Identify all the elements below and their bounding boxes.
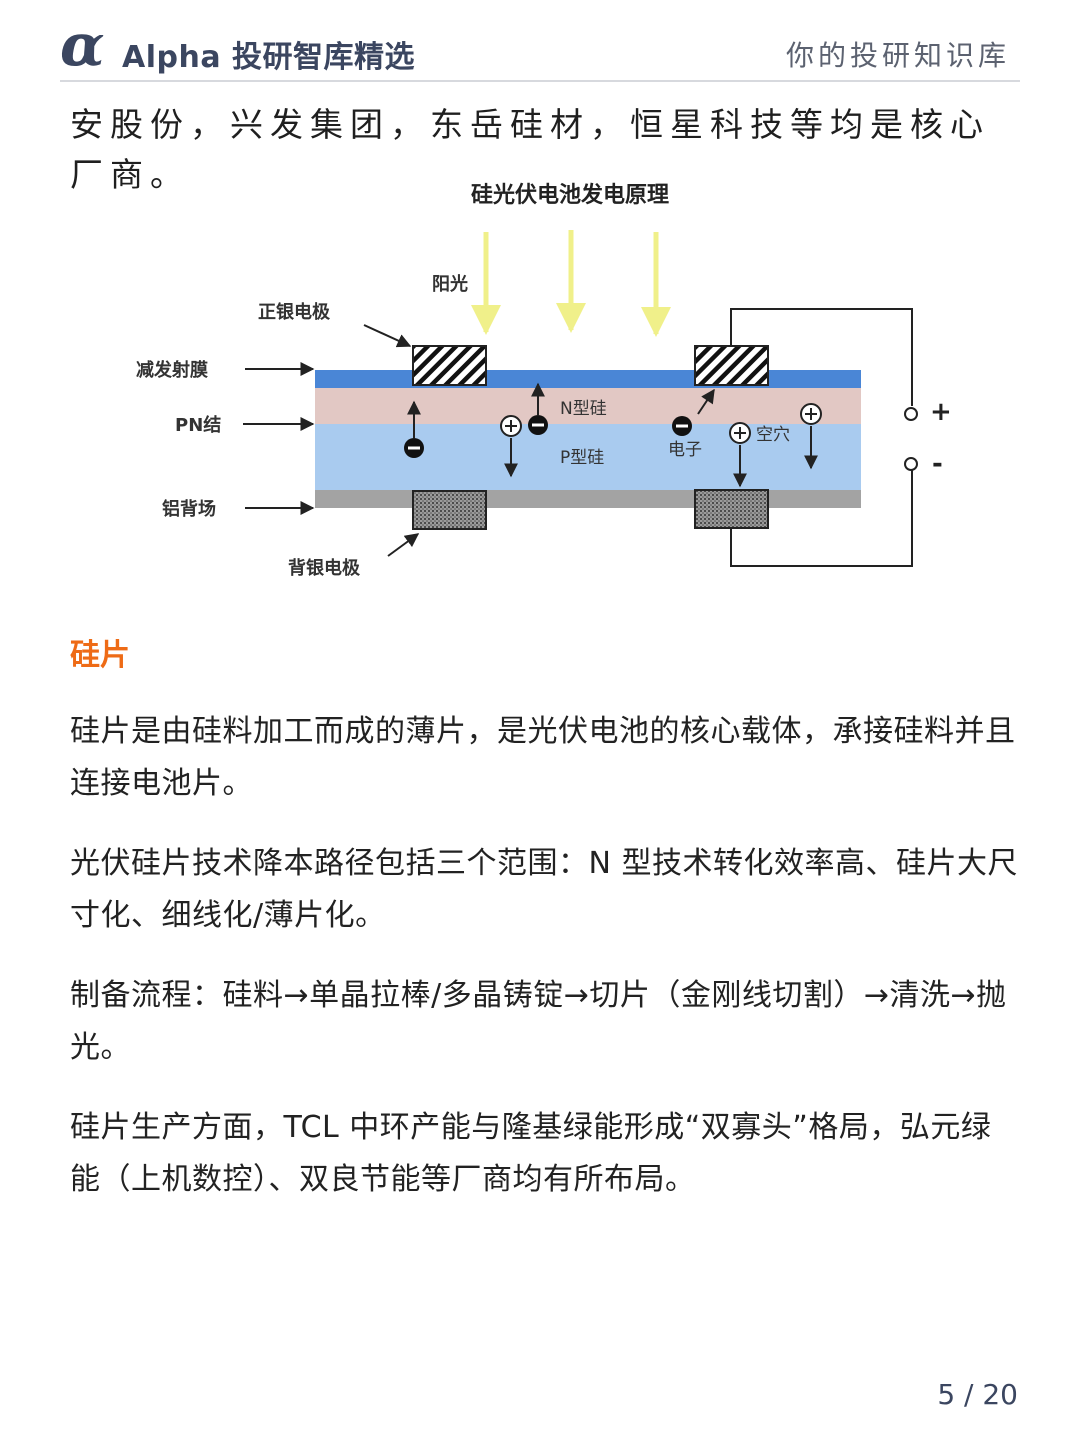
n-silicon-label: N型硅 <box>560 399 607 419</box>
pointer-arrow <box>387 533 420 557</box>
electron-label: 电子 <box>668 440 702 460</box>
p-silicon-label: P型硅 <box>560 448 604 468</box>
circuit-wire <box>730 308 913 406</box>
pn-junction-label: PN结 <box>175 414 221 436</box>
electron-sign <box>408 446 420 450</box>
n-silicon-layer <box>315 388 861 424</box>
p-silicon-layer <box>315 424 861 490</box>
antireflection-layer <box>315 370 861 388</box>
minus-terminal-icon <box>904 457 918 471</box>
alpha-logo-icon: α <box>60 11 105 79</box>
sunlight-label: 阳光 <box>432 273 468 295</box>
circuit-wire <box>730 470 913 567</box>
paragraph: 制备流程：硅料→单晶拉棒/多晶铸锭→切片（金刚线切割）→清洗→抛光。 <box>70 978 1007 1065</box>
diagram-title: 硅光伏电池发电原理 <box>471 182 669 208</box>
carrier-arrow <box>697 388 715 415</box>
paragraph: 硅片生产方面，TCL 中环产能与隆基绿能形成“双寡头”格局，弘元绿能（上机数控）… <box>70 1110 992 1197</box>
back-field-layer <box>315 490 861 508</box>
back-electrode <box>694 489 769 529</box>
section-title: 硅片 <box>70 638 130 673</box>
intro-text: 安股份，兴发集团，东岳硅材，恒星科技等均是核心厂商。 <box>70 105 990 194</box>
pointer-arrow <box>363 324 412 348</box>
plus-terminal-icon <box>904 407 918 421</box>
electron-sign <box>532 423 544 427</box>
brand-title: Alpha 投研智库精选 <box>122 40 416 75</box>
front-electrode-label: 正银电极 <box>258 301 331 323</box>
plus-terminal-label: + <box>930 397 952 427</box>
antireflection-label: 减发射膜 <box>136 359 208 381</box>
page-indicator: 5 / 20 <box>937 1378 1018 1411</box>
aluminum-bsf-label: 铝背场 <box>162 498 216 520</box>
back-electrode-label: 背银电极 <box>288 557 361 579</box>
header-tagline: 你的投研知识库 <box>785 39 1010 72</box>
hole-label: 空穴 <box>756 425 790 445</box>
paragraph: 光伏硅片技术降本路径包括三个范围：N 型技术转化效率高、硅片大尺寸化、细线化/薄… <box>70 846 1018 933</box>
electron-sign <box>676 424 688 428</box>
back-electrode <box>412 490 487 530</box>
paragraph: 硅片是由硅料加工而成的薄片，是光伏电池的核心载体，承接硅料并且连接电池片。 <box>70 714 1016 801</box>
front-electrode <box>694 345 769 386</box>
solar-cell-diagram: 硅光伏电池发电原理 阳光 + - 正银电极 减发射膜 PN结 铝背场 背银电极 … <box>136 182 952 579</box>
minus-terminal-label: - <box>932 449 943 479</box>
front-electrode <box>412 345 487 386</box>
page-header: α Alpha 投研智库精选 你的投研知识库 <box>60 11 1020 82</box>
